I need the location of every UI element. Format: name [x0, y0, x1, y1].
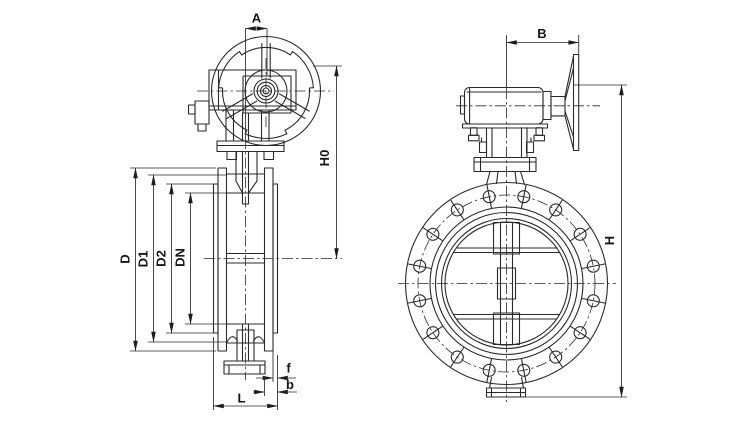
front-flange [404, 181, 609, 386]
bolt-hole [517, 363, 531, 377]
dim-label-A: A [252, 11, 262, 26]
dim-D1: D1 [136, 174, 227, 343]
bolt-hole [482, 363, 496, 377]
side-valve-body [212, 167, 279, 352]
dim-label-f: f [286, 361, 291, 376]
top-mounting-plate [216, 140, 285, 153]
front-gearbox [456, 53, 600, 152]
bolt-hole [450, 203, 464, 217]
dim-label-B: B [537, 26, 546, 41]
dim-B: B [506, 26, 580, 88]
side-bottom-cover [223, 323, 266, 375]
bolt-hole [450, 350, 464, 364]
bolt-hole [426, 227, 440, 241]
disc-center-hub [496, 267, 517, 300]
gearbox-base-plate [461, 123, 549, 129]
flange-outer-circle [404, 181, 609, 386]
front-centerlines [398, 88, 616, 402]
side-gearbox [187, 69, 297, 142]
bolt-hole [549, 203, 563, 217]
dim-D: D [118, 167, 216, 352]
bolt-hole [573, 326, 587, 340]
dim-label-D2: D2 [154, 250, 169, 267]
dim-A: A [245, 11, 268, 138]
dim-label-H: H [602, 236, 617, 245]
bolt-hole [482, 190, 496, 204]
dim-label-b: b [286, 377, 294, 392]
right-flange-raised-face [272, 183, 279, 334]
dim-label-D: D [118, 254, 133, 263]
front-disc [452, 221, 561, 346]
front-top-plate [473, 156, 537, 173]
disc-top-hub [492, 221, 521, 255]
bolt-hole [549, 350, 563, 364]
left-flange-plate [217, 167, 228, 352]
input-shaft-hub [550, 95, 566, 117]
bolt-hole [586, 259, 600, 273]
dim-DN: DN [173, 192, 227, 325]
handwheel-front [197, 35, 334, 147]
front-view: B H [398, 26, 627, 402]
handwheel-rim-side [572, 53, 580, 152]
dim-L: L [213, 337, 278, 410]
bolt-circle [417, 194, 596, 373]
dim-b: b [253, 377, 297, 396]
bolt-hole [573, 227, 587, 241]
disc-bottom-hub [492, 312, 521, 346]
front-foot [485, 376, 527, 398]
dim-D2: D2 [154, 183, 214, 334]
dim-label-D1: D1 [136, 251, 151, 268]
bolt-hole [413, 294, 427, 308]
side-view: A H0 D D1 D2 DN L f b [118, 11, 342, 410]
hub-backing-plate [242, 75, 292, 114]
bolt-hole [426, 326, 440, 340]
yoke-column-side [225, 109, 270, 142]
right-flange-plate [263, 167, 274, 352]
bore-circle [440, 217, 573, 350]
bottom-cover-plate [223, 360, 266, 375]
bolt-hole [413, 259, 427, 273]
dim-label-L: L [238, 391, 246, 406]
dim-H: H [525, 84, 627, 398]
bolt-hole [586, 294, 600, 308]
dim-label-DN: DN [173, 248, 188, 267]
front-neck [467, 127, 546, 186]
dim-label-H0: H0 [317, 150, 332, 167]
dim-H0: H0 [313, 65, 342, 259]
bolt-hole [517, 190, 531, 204]
